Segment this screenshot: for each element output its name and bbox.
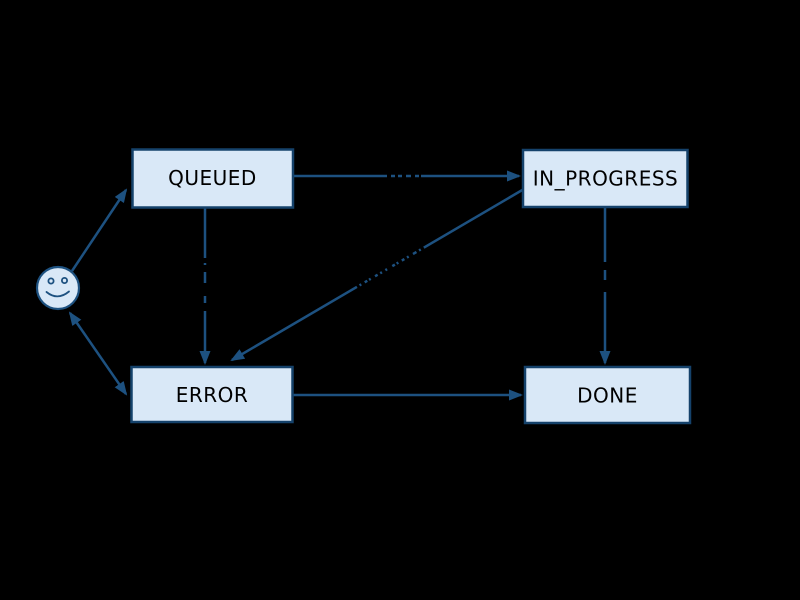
edge-actor-to-queued	[70, 188, 128, 272]
state-node-done-label: DONE	[577, 384, 638, 408]
smiley-left-eye-icon	[47, 277, 55, 285]
state-node-error: ERROR	[130, 365, 294, 424]
state-node-in-progress-box	[521, 148, 689, 209]
state-node-queued-box	[131, 148, 295, 209]
state-node-queued-label: QUEUED	[168, 166, 257, 190]
state-node-error-box	[130, 365, 294, 424]
edge-label-hidden-in-progress-error	[354, 243, 427, 292]
smiley-smile-icon	[45, 290, 70, 298]
smiley-right-eye-icon	[61, 276, 69, 284]
state-node-in-progress: IN_PROGRESS	[521, 148, 689, 209]
state-node-queued: QUEUED	[131, 148, 295, 209]
state-node-done: DONE	[523, 365, 692, 425]
edge-error-actor-bidirectional	[68, 311, 128, 396]
actor-smiley-face	[35, 265, 81, 311]
state-node-done-box	[523, 365, 692, 425]
state-node-in-progress-label: IN_PROGRESS	[533, 167, 678, 191]
smiley-head	[35, 265, 81, 311]
state-node-error-label: ERROR	[176, 383, 249, 407]
